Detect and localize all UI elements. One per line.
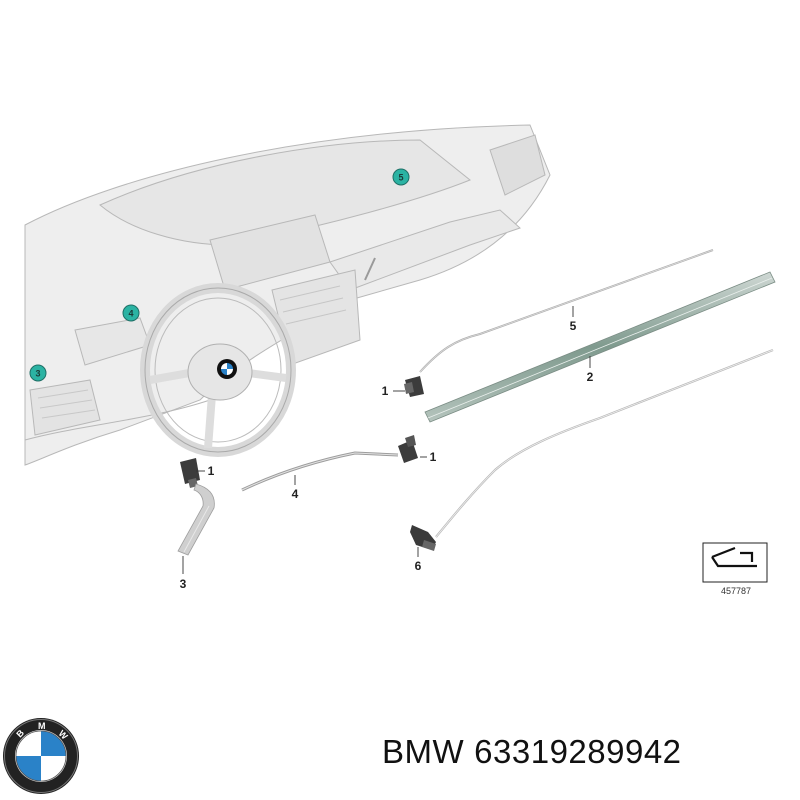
part-6-connector — [410, 525, 436, 551]
steering-wheel — [140, 283, 296, 457]
leader-lines — [182, 306, 591, 574]
steering-wheel-bmw-logo-icon — [217, 359, 237, 379]
callout-1-middle: 1 — [430, 450, 437, 464]
callout-1-upper: 1 — [382, 384, 389, 398]
part-1-connector-upper — [404, 376, 424, 397]
badge-3: 3 — [29, 364, 47, 382]
svg-text:3: 3 — [35, 369, 40, 379]
part-2-light-strip — [424, 271, 776, 423]
part-1-connector-left — [180, 458, 200, 488]
part-1-connector-middle — [398, 435, 418, 463]
part-3-strip — [177, 483, 215, 556]
callout-1-left: 1 — [208, 464, 215, 478]
reference-box: 457787 — [702, 542, 768, 596]
bmw-roundel-icon: B M W — [3, 718, 79, 794]
svg-text:4: 4 — [128, 309, 133, 319]
footer-brand: BMW — [382, 733, 465, 770]
callout-6: 6 — [415, 559, 422, 573]
part-5-trim-line — [419, 249, 714, 373]
svg-text:M: M — [38, 721, 46, 731]
callout-3: 3 — [180, 577, 187, 591]
reference-pictogram-icon — [711, 546, 757, 568]
callout-2: 2 — [587, 370, 594, 384]
part-4-trim-piece — [241, 451, 399, 492]
badge-4: 4 — [122, 304, 140, 322]
badge-5: 5 — [392, 168, 410, 186]
part-6-cable — [435, 348, 774, 538]
reference-number: 457787 — [721, 586, 751, 596]
footer-part-number: 63319289942 — [474, 733, 682, 770]
callout-5: 5 — [570, 319, 577, 333]
dashboard-illustration — [24, 124, 551, 466]
svg-text:5: 5 — [398, 173, 403, 183]
callout-4: 4 — [292, 487, 299, 501]
